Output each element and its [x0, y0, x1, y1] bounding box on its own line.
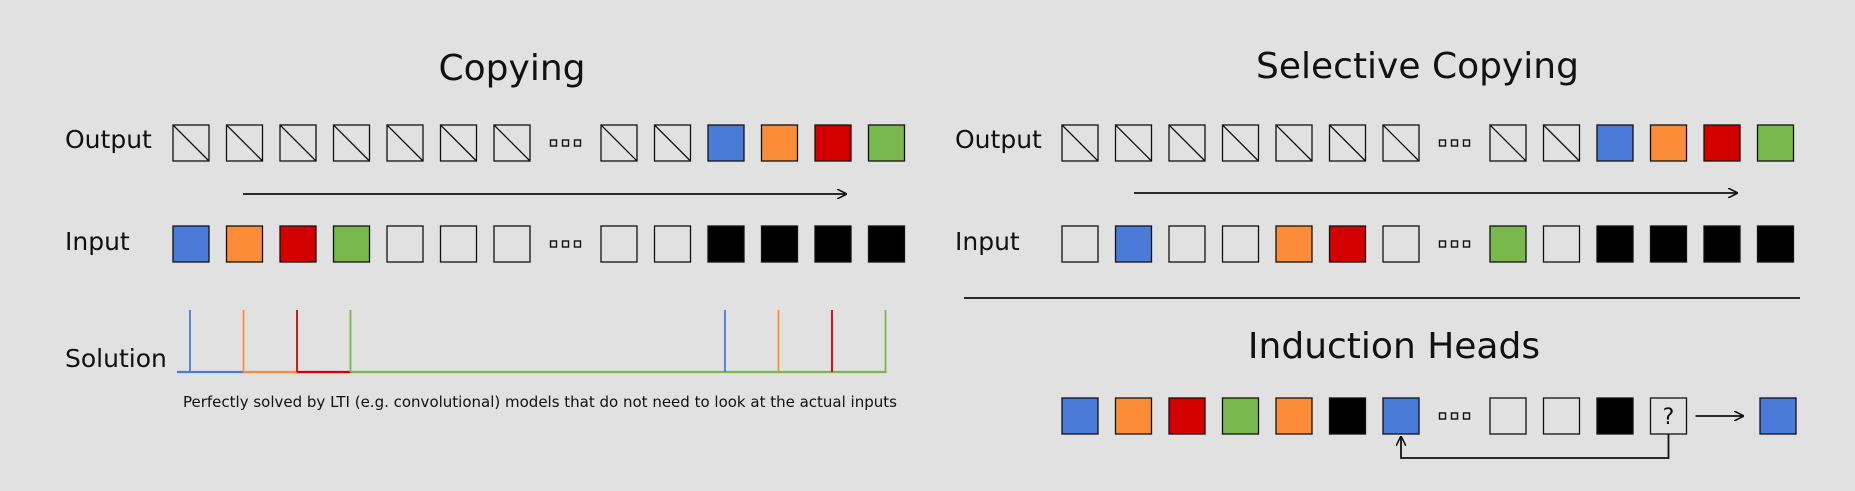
selective-input-cell-empty	[1542, 225, 1581, 263]
ellipsis-dots	[549, 139, 582, 147]
copying-input-cell-green	[332, 225, 371, 263]
selective-input-cell-black	[1649, 225, 1688, 263]
induction-heads-title: Induction Heads	[1247, 326, 1541, 367]
copying-input-cell-empty	[439, 225, 478, 263]
selective-output-cell-red	[1703, 124, 1741, 162]
ellipsis-dots	[1438, 412, 1471, 420]
copying-output-cell-red	[814, 124, 852, 162]
selective-output-cell-diag	[1489, 124, 1527, 162]
selective-input-cell-red	[1328, 225, 1367, 263]
selective-output-cell-diag	[1221, 124, 1260, 162]
copying-input-cell-black	[814, 225, 852, 263]
copying-input-cell-empty	[600, 225, 638, 263]
copying-output-cell-orange	[760, 124, 799, 162]
copying-input-cell-blue	[172, 225, 210, 263]
selective-input-cell-empty	[1168, 225, 1206, 263]
copying-output-cell-diag	[653, 124, 692, 162]
induction-cell-orange	[1114, 397, 1153, 435]
selective-input-cell-orange	[1275, 225, 1313, 263]
induction-answer-cell-blue	[1759, 397, 1797, 435]
selective-output-cell-diag	[1328, 124, 1367, 162]
copying-input-cell-empty	[653, 225, 692, 263]
selective-input-cell-black	[1596, 225, 1634, 263]
ellipsis-dots	[549, 240, 582, 248]
copying-output-cell-green	[867, 124, 906, 162]
copying-input-label: Input	[65, 227, 130, 256]
copying-output-label: Output	[65, 125, 152, 154]
copying-output-cell-diag	[332, 124, 371, 162]
selective-output-cell-diag	[1168, 124, 1206, 162]
selective-output-cell-diag	[1382, 124, 1420, 162]
selective-output-cell-orange	[1649, 124, 1688, 162]
induction-cell-empty	[1489, 397, 1527, 435]
selective-output-cell-green	[1756, 124, 1795, 162]
copying-input-cell-black	[707, 225, 745, 263]
copying-output-cell-diag	[279, 124, 317, 162]
copying-input-cell-black	[867, 225, 906, 263]
selective-output-cell-blue	[1596, 124, 1634, 162]
copying-solution-label: Solution	[65, 344, 167, 373]
selective-output-label: Output	[955, 125, 1042, 154]
selective-input-cell-empty	[1382, 225, 1420, 263]
copying-caption: Perfectly solved by LTI (e.g. convolutio…	[183, 393, 897, 411]
copying-output-cell-blue	[707, 124, 745, 162]
ellipsis-dots	[1438, 240, 1471, 248]
induction-cell-green	[1221, 397, 1260, 435]
induction-cell-blue	[1061, 397, 1099, 435]
lookback-arrow	[1401, 434, 1670, 459]
ellipsis-dots	[1438, 139, 1471, 147]
copying-output-cell-diag	[493, 124, 531, 162]
induction-cell-black	[1328, 397, 1367, 435]
induction-cell-blue	[1382, 397, 1420, 435]
copying-output-cell-diag	[439, 124, 478, 162]
selective-input-cell-empty	[1061, 225, 1099, 263]
selective-copying-title: Selective Copying	[1256, 46, 1579, 87]
copying-output-cell-diag	[386, 124, 424, 162]
copying-output-cell-diag	[225, 124, 264, 162]
selective-input-cell-black	[1703, 225, 1741, 263]
selective-input-cell-blue	[1114, 225, 1153, 263]
solution-plot	[177, 310, 887, 374]
selective-input-cell-black	[1756, 225, 1795, 263]
induction-cell-query: ?	[1649, 397, 1688, 435]
selective-output-cell-diag	[1542, 124, 1581, 162]
copying-input-cell-empty	[386, 225, 424, 263]
induction-cell-black	[1596, 397, 1634, 435]
selective-input-cell-green	[1489, 225, 1527, 263]
copying-output-cell-diag	[600, 124, 638, 162]
copying-title: Copying	[438, 48, 586, 89]
induction-cell-orange	[1275, 397, 1313, 435]
selective-input-cell-empty	[1221, 225, 1260, 263]
query-glyph: ?	[1663, 405, 1675, 430]
copying-input-cell-empty	[493, 225, 531, 263]
copying-input-cell-orange	[225, 225, 264, 263]
copying-output-cell-diag	[172, 124, 210, 162]
selective-input-label: Input	[955, 227, 1020, 256]
selective-output-cell-diag	[1114, 124, 1153, 162]
selective-output-cell-diag	[1275, 124, 1313, 162]
copying-input-cell-black	[760, 225, 799, 263]
induction-cell-red	[1168, 397, 1206, 435]
induction-cell-empty	[1542, 397, 1581, 435]
selective-output-cell-diag	[1061, 124, 1099, 162]
copying-input-cell-red	[279, 225, 317, 263]
